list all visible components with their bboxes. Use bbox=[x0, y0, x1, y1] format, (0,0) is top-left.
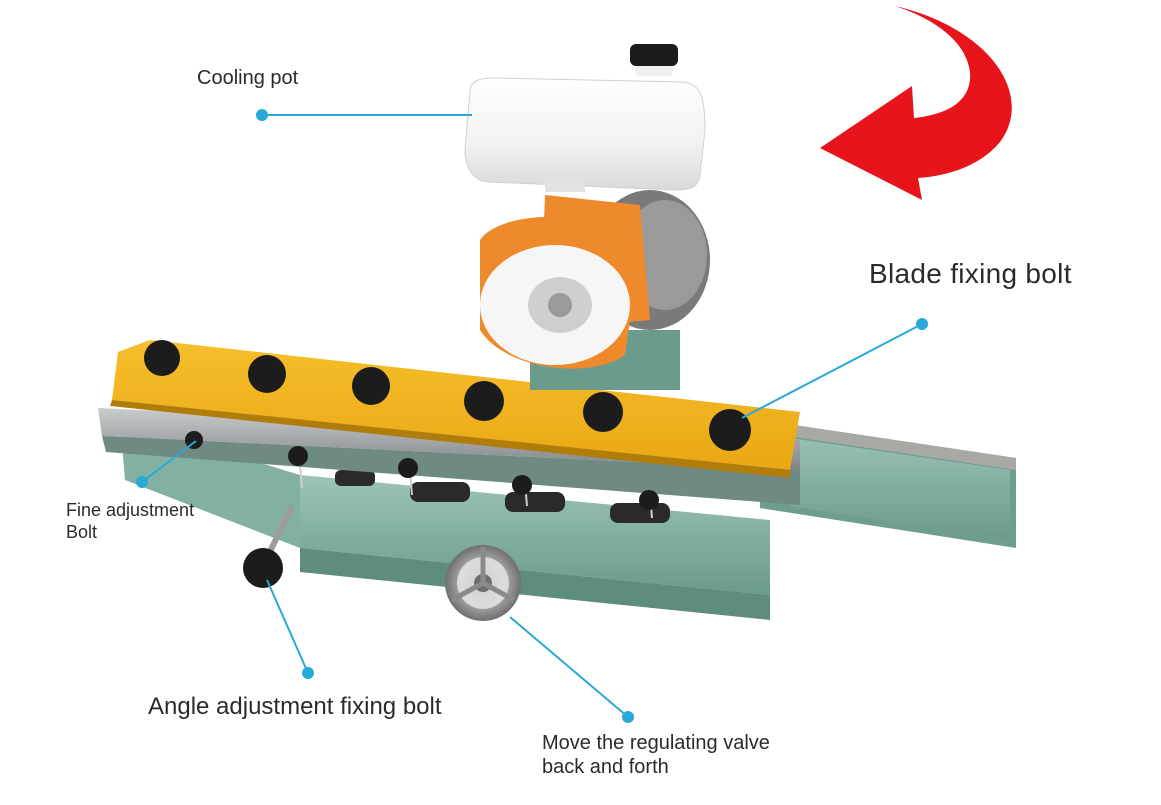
callout-line-blade-fixing-bolt bbox=[741, 323, 923, 419]
callout-dot-fine-adjustment bbox=[136, 476, 148, 488]
label-angle-adjustment-fixing-bolt: Angle adjustment fixing bolt bbox=[148, 693, 442, 720]
handwheel bbox=[445, 545, 521, 621]
grinder-motor bbox=[480, 190, 710, 390]
callout-line-fine-adjustment bbox=[141, 440, 197, 483]
callout-dot-blade-fixing-bolt bbox=[916, 318, 928, 330]
label-cooling-pot: Cooling pot bbox=[197, 67, 299, 89]
curved-arrow-icon bbox=[820, 6, 1012, 200]
callout-dot-regulating-valve bbox=[622, 711, 634, 723]
guide-rail bbox=[760, 420, 1016, 548]
rail-knobs bbox=[144, 340, 751, 451]
fine-bolts bbox=[185, 431, 659, 510]
callout-line-angle-adjustment bbox=[266, 579, 309, 674]
callout-lines bbox=[141, 114, 923, 718]
callout-line-regulating-valve bbox=[509, 616, 629, 718]
callout-dots bbox=[136, 109, 928, 723]
cooling-pot bbox=[464, 44, 706, 192]
label-move-regulating-valve: Move the regulating valve back and forth bbox=[542, 732, 770, 778]
callout-dot-angle-adjustment bbox=[302, 667, 314, 679]
angle-adjustment-knob bbox=[243, 504, 295, 588]
callout-dot-cooling-pot bbox=[256, 109, 268, 121]
label-fine-adjustment-bolt: Fine adjustment Bolt bbox=[66, 500, 195, 542]
machine-base bbox=[120, 420, 770, 620]
label-blade-fixing-bolt: Blade fixing bolt bbox=[869, 258, 1072, 289]
